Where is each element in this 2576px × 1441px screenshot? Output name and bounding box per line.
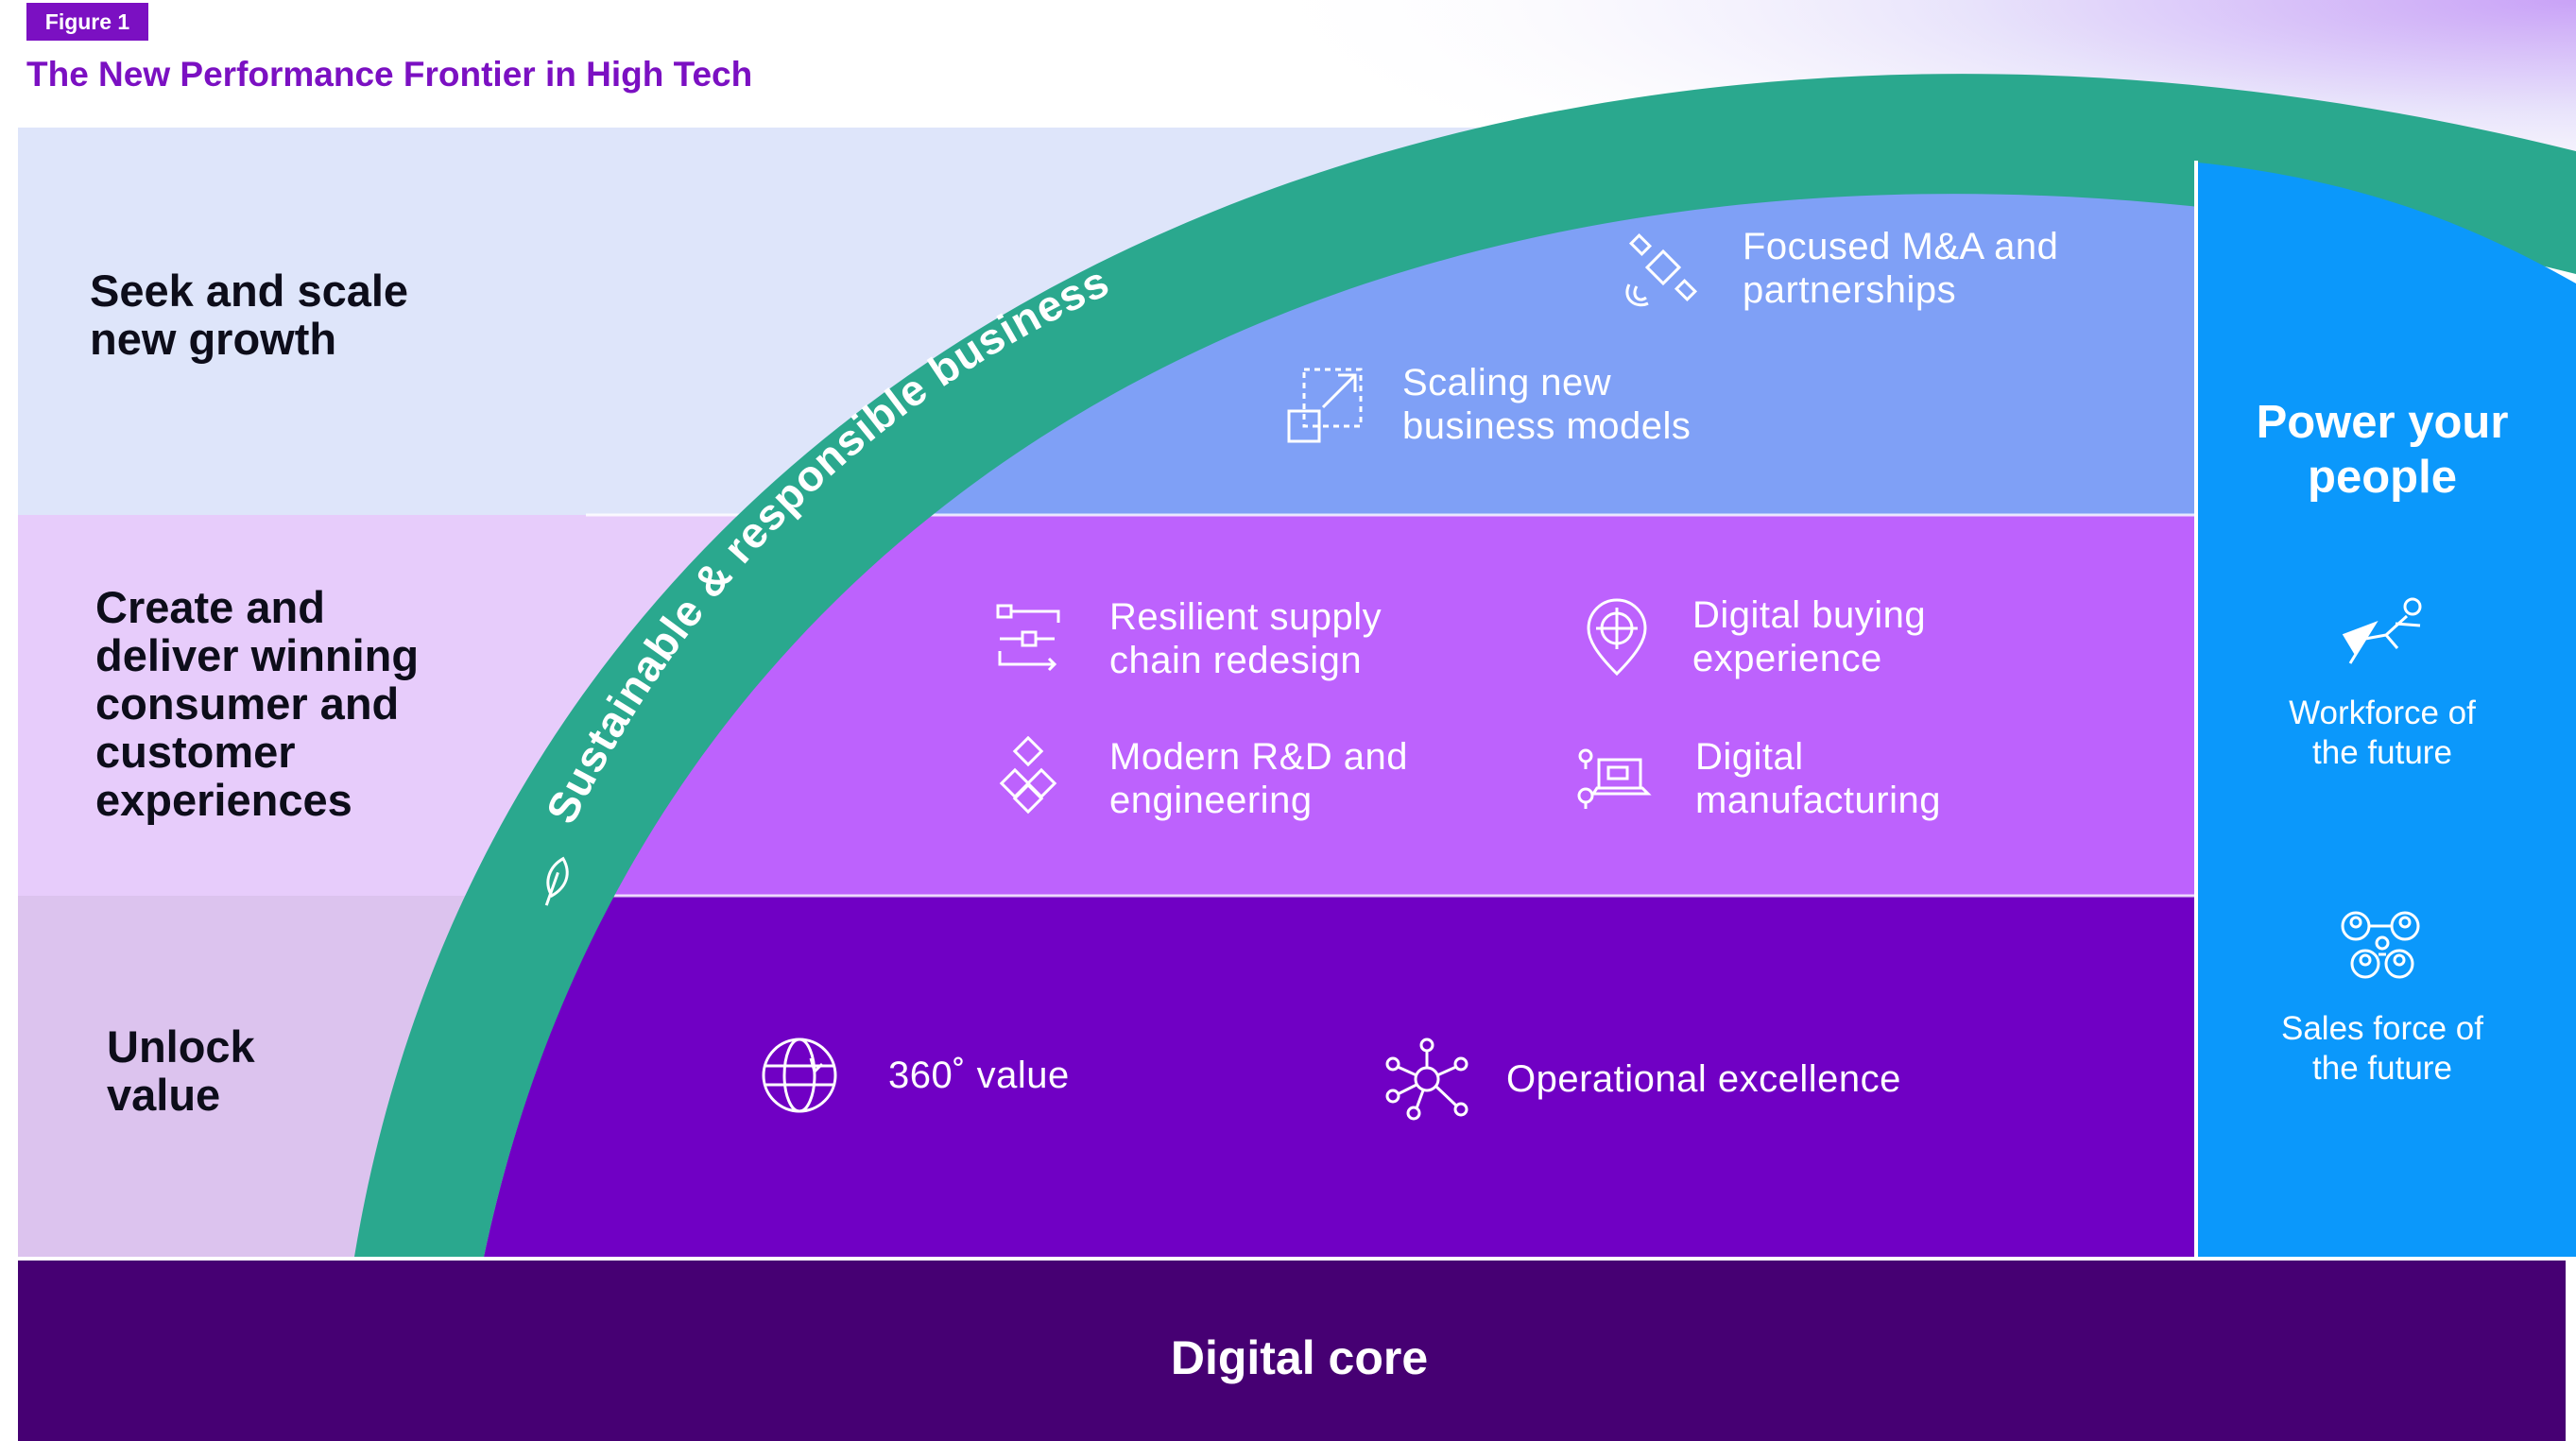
item-scaling-models-label: Scaling new business models <box>1402 362 1692 447</box>
supply-chain-flow-icon <box>996 604 1060 672</box>
item-supply-chain: Resilient supply chain redesign <box>994 595 1412 682</box>
item-workforce-label: Workforce of the future <box>2289 695 2476 771</box>
item-focused-ma-label: Focused M&A and partnerships <box>1743 226 2059 311</box>
item-digital-manufacturing: Digital manufacturing <box>1574 735 1998 822</box>
item-rd-engineering: Modern R&D and engineering <box>994 735 1450 822</box>
figure-label: Figure 1 <box>26 3 148 41</box>
item-operational-excellence: Operational excellence <box>1385 1038 1901 1121</box>
people-divider <box>2194 161 2198 1257</box>
expand-arrow-icon <box>1287 368 1363 443</box>
satellite-icon <box>1625 232 1698 307</box>
diamond-cluster-icon <box>999 736 1057 815</box>
item-digital-buying-label: Digital buying experience <box>1692 594 1927 679</box>
target-pin-icon <box>1587 598 1647 677</box>
people-group-icon <box>2341 911 2420 979</box>
item-digital-buying: Digital buying experience <box>1583 593 1995 680</box>
band-label-growth: Seek and scale new growth <box>90 266 409 364</box>
item-rd-engineering-label: Modern R&D and engineering <box>1109 736 1409 821</box>
band-value-inner <box>484 896 2202 1257</box>
globe-icon <box>762 1038 837 1113</box>
page-title: The New Performance Frontier in High Tec… <box>26 55 753 94</box>
people-column <box>2198 163 2576 1257</box>
item-operational-excellence-label: Operational excellence <box>1506 1058 1901 1100</box>
item-workforce: Workforce of the future <box>2264 597 2500 773</box>
running-figure-icon <box>2342 597 2422 664</box>
item-salesforce-label: Sales force of the future <box>2281 1010 2483 1087</box>
digital-core-bar <box>18 1261 2566 1441</box>
people-title: Power your people <box>2256 397 2509 503</box>
item-360-value: 360˚ value <box>760 1036 1070 1115</box>
band-label-experience: Create and deliver winning consumer and … <box>95 582 420 825</box>
band-label-value: Unlock value <box>107 1021 255 1120</box>
digital-core-label: Digital core <box>1170 1331 1429 1384</box>
item-scaling-models: Scaling new business models <box>1285 361 1743 448</box>
network-nodes-icon <box>1385 1038 1468 1121</box>
item-360-value-label: 360˚ value <box>888 1055 1070 1096</box>
item-supply-chain-label: Resilient supply chain redesign <box>1109 596 1382 681</box>
core-divider <box>0 1257 2576 1261</box>
item-focused-ma: Focused M&A and partnerships <box>1623 225 2102 312</box>
item-digital-manufacturing-label: Digital manufacturing <box>1695 736 1941 821</box>
laptop-location-icon <box>1577 748 1652 809</box>
item-salesforce: Sales force of the future <box>2255 905 2510 1089</box>
leaf-icon <box>544 856 569 906</box>
